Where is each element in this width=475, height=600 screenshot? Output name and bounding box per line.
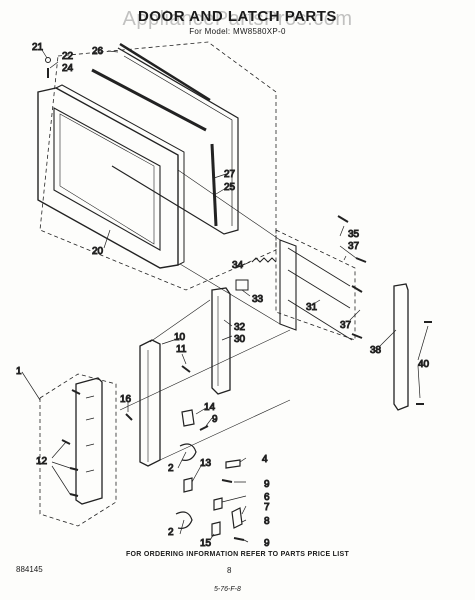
door-window: [53, 107, 161, 251]
latch-spring: [251, 257, 277, 263]
callout-24: 24: [62, 63, 74, 74]
door-frame-back: [55, 84, 185, 266]
document-code: 884145: [16, 565, 43, 574]
screw-16: [125, 413, 133, 421]
callout-31: 31: [306, 302, 318, 313]
latch-block: [235, 279, 249, 291]
hinge-screw: [45, 57, 51, 63]
callout-15: 15: [200, 538, 212, 549]
door-assembly-boundary: [39, 41, 277, 291]
latch-assembly-boundary: [39, 373, 117, 527]
watermark: AppliancePartsPros.com: [122, 8, 353, 30]
clip-15: [211, 521, 221, 537]
seal-strip-top: [91, 68, 207, 132]
spacer-13: [183, 477, 193, 493]
callout-25: 25: [224, 182, 236, 193]
callout-20: 20: [92, 246, 104, 257]
callout-1: 1: [16, 366, 22, 377]
latch-bracket-boundary: [275, 229, 356, 341]
latch-rods: [287, 247, 353, 341]
latch-pin-4: [225, 459, 241, 469]
callout-2-upper: 2: [168, 463, 174, 474]
callout-37-mid: 37: [340, 320, 352, 331]
callout-8: 8: [264, 516, 270, 527]
screw-37c: [351, 333, 363, 339]
callout-35: 35: [348, 229, 360, 240]
callout-30: 30: [234, 334, 246, 345]
door-frame: [37, 87, 179, 269]
callout-9-upper: 9: [212, 414, 218, 425]
screw-12c: [69, 467, 79, 471]
callout-26: 26: [92, 46, 104, 57]
bracket-7: [231, 507, 243, 529]
trim-strip: [393, 283, 409, 411]
screw-35: [337, 215, 349, 223]
callout-38: 38: [370, 345, 382, 356]
callout-14: 14: [204, 402, 216, 413]
leader-lines-lower: [21, 225, 429, 543]
callout-40: 40: [418, 359, 430, 370]
callout-21: 21: [32, 42, 44, 53]
callout-9-mid: 9: [264, 479, 270, 490]
door-panel-inner: [123, 55, 233, 226]
callout-12: 12: [36, 456, 48, 467]
ordering-note: FOR ORDERING INFORMATION REFER TO PARTS …: [125, 551, 350, 558]
latch-hook-2a: [179, 443, 197, 461]
callout-11: 11: [176, 344, 187, 355]
door-handle: [211, 287, 231, 395]
model-subtitle: For Model: MW8580XP-0: [189, 27, 286, 36]
callout-32: 32: [234, 322, 246, 333]
page-title: DOOR AND LATCH PARTS: [138, 8, 337, 25]
screw-9a: [199, 425, 209, 431]
screw-37b: [351, 285, 363, 293]
callout-9-lower: 9: [264, 538, 270, 549]
signature-mark: 5-76-F-8: [214, 586, 241, 593]
callout-37-top: 37: [348, 241, 360, 252]
latch-bar: [139, 339, 161, 467]
callout-13: 13: [200, 458, 212, 469]
door-panel: [111, 47, 239, 235]
latch-bracket: [279, 239, 297, 331]
screw-12a: [71, 389, 81, 395]
latch-plate: [75, 377, 103, 505]
callout-34: 34: [232, 260, 244, 271]
callout-27: 27: [224, 169, 236, 180]
door-window-inner: [59, 113, 155, 245]
screw-9b: [221, 479, 233, 483]
latch-hook-2b: [175, 511, 193, 529]
screw-37a: [355, 257, 367, 263]
screw-12d: [69, 493, 79, 497]
callout-6: 6: [264, 492, 270, 503]
callout-16: 16: [120, 394, 132, 405]
page-number: 8: [227, 566, 232, 575]
latch-plate-slots: [85, 395, 95, 473]
callout-2-lower: 2: [168, 527, 174, 538]
seal-strip-side: [210, 143, 218, 227]
callout-33: 33: [252, 294, 264, 305]
switch-actuator-14: [181, 409, 195, 427]
leader-lines-door: [41, 49, 227, 249]
callout-4: 4: [262, 454, 268, 465]
callout-7: 7: [264, 502, 270, 513]
callout-22: 22: [62, 51, 74, 62]
screw-9c: [233, 537, 245, 541]
clip-6: [213, 497, 223, 511]
screw-11: [181, 365, 191, 373]
seal-strip-upper: [119, 42, 211, 102]
callout-10: 10: [174, 332, 186, 343]
assembly-lines: [119, 169, 291, 461]
